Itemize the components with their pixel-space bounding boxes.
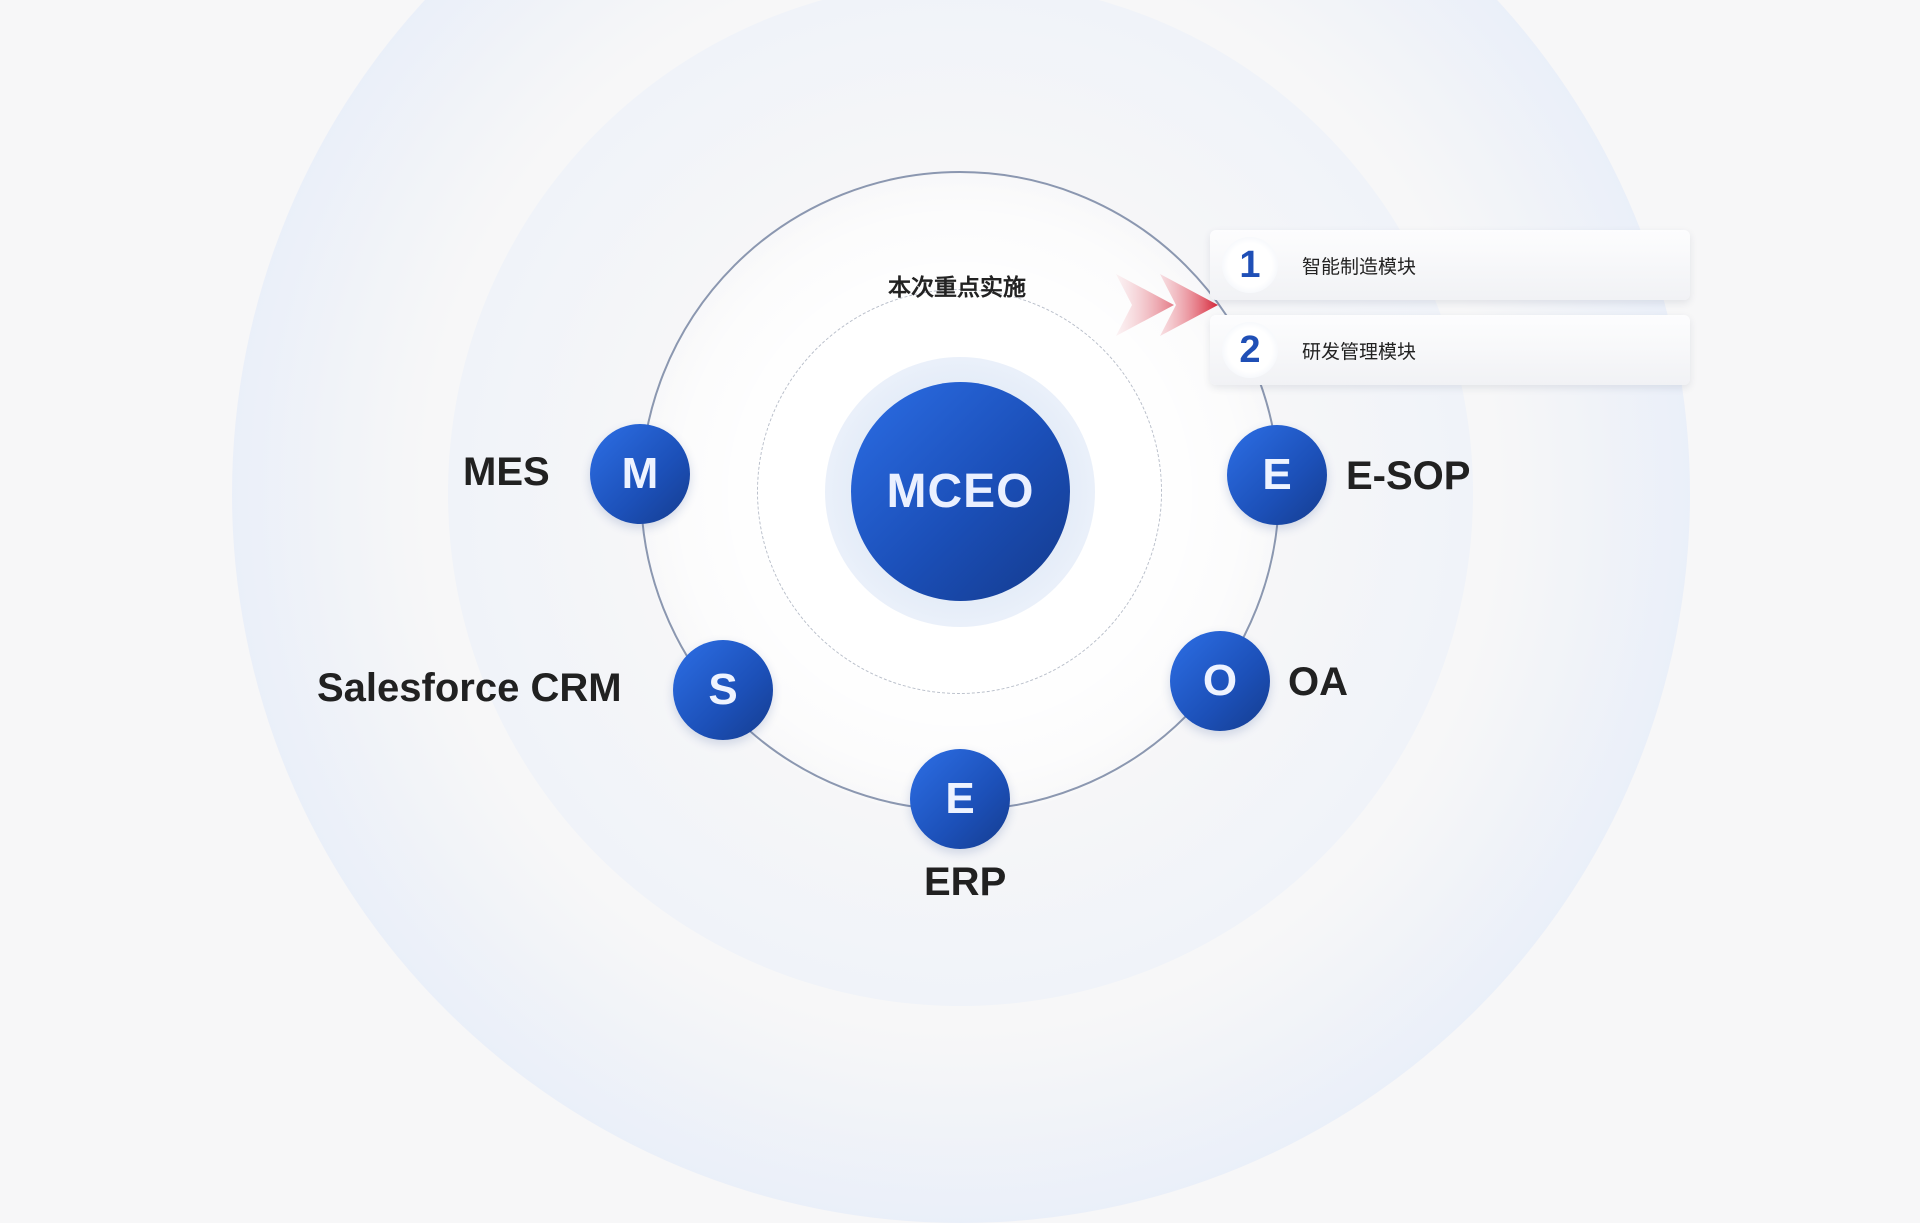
module-card-1[interactable]: 1 智能制造模块 [1210, 230, 1690, 300]
focus-title: 本次重点实施 [888, 275, 1026, 301]
module-number-1: 1 [1222, 237, 1278, 293]
node-oa[interactable]: O [1170, 631, 1270, 731]
red-arrow-icon [1116, 274, 1218, 336]
node-letter-e-bottom: E [945, 774, 975, 823]
center-node-mceo[interactable]: MCEO [851, 382, 1070, 601]
node-letter-o: O [1202, 656, 1238, 705]
module-card-2[interactable]: 2 研发管理模块 [1210, 315, 1690, 385]
label-oa: OA [1288, 660, 1348, 704]
node-mes[interactable]: M [590, 424, 690, 524]
node-salesforce[interactable]: S [673, 640, 773, 740]
node-letter-m: M [621, 449, 659, 498]
center-node-label: MCEO [886, 465, 1035, 518]
node-letter-s: S [708, 665, 738, 714]
label-mes: MES [463, 450, 550, 494]
node-esop[interactable]: E [1227, 425, 1327, 525]
node-letter-e: E [1262, 450, 1292, 499]
label-salesforce-crm: Salesforce CRM [317, 666, 622, 710]
module-number-2: 2 [1222, 322, 1278, 378]
module-label-1: 智能制造模块 [1302, 256, 1417, 278]
node-erp[interactable]: E [910, 749, 1010, 849]
label-erp: ERP [924, 860, 1007, 904]
label-esop: E-SOP [1346, 454, 1471, 498]
module-label-2: 研发管理模块 [1302, 341, 1417, 363]
